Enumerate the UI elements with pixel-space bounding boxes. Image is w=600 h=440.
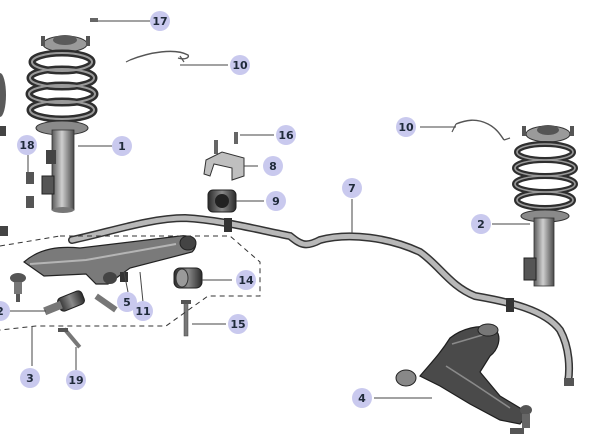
callout-label: 1 [118,140,126,153]
callout-circle [236,270,256,290]
assembly-group-outline [0,235,261,331]
callout-label: 17 [152,15,167,28]
callout-c10b: 10 [396,117,416,137]
callout-c2a: 2 [471,214,491,234]
callout-badges: 17 10 1 18 16 8 9 10 7 2 14 5 11 2 15 3 19 4 [0,11,491,408]
callout-c1: 1 [112,136,132,156]
bolt-17-part [90,18,98,22]
bolt-19-part [58,327,82,349]
callout-c3: 3 [20,368,40,388]
left-edge-partial-parts [0,73,34,236]
callout-circle [20,368,40,388]
callout-circle [150,11,170,31]
callout-c17: 17 [150,11,170,31]
callout-label: 7 [348,182,356,195]
callout-label: 9 [272,195,280,208]
callout-circle [117,292,137,312]
callout-label: 14 [238,274,254,287]
callout-c19: 19 [66,370,86,390]
stabilizer-bushing-9 [207,189,237,213]
callout-circle [112,136,132,156]
callout-c11: 11 [133,301,153,321]
callout-circle [352,388,372,408]
callout-circle [228,314,248,334]
callout-circle [276,125,296,145]
bushing-link-left [43,290,118,316]
callout-circle [396,117,416,137]
callout-label: 16 [278,129,294,142]
callout-circle [342,178,362,198]
callout-label: 5 [123,296,131,309]
callout-label: 11 [135,305,150,318]
callout-label: 18 [19,139,34,152]
callout-c4: 4 [352,388,372,408]
callout-c9: 9 [266,191,286,211]
callout-label: 19 [68,374,83,387]
left-control-arm [23,235,197,285]
bracket-8-part [203,132,245,181]
clip-ring-right [451,119,511,141]
left-strut-assembly [25,35,99,213]
callout-circle [17,135,37,155]
clip-ring-upper [125,50,190,63]
right-control-arm [395,323,532,434]
callout-label: 15 [230,318,245,331]
callout-c5: 5 [117,292,137,312]
callout-circle [471,214,491,234]
bushing-14 [173,267,203,289]
callout-label: 8 [269,160,277,173]
callout-circle [66,370,86,390]
callout-label: 2 [477,218,485,231]
ball-joint-left [10,273,26,302]
callout-c18: 18 [17,135,37,155]
callout-c8: 8 [263,156,283,176]
callout-circle [133,301,153,321]
leader-lines [10,20,530,399]
callout-label: 2 [0,305,4,318]
callout-c7: 7 [342,178,362,198]
callout-circle [0,301,10,321]
callout-circle [266,191,286,211]
callout-label: 10 [232,59,248,72]
callout-label: 10 [398,121,414,134]
callout-c2b: 2 [0,301,10,321]
callout-label: 3 [26,372,34,385]
callout-c14: 14 [236,270,256,290]
callout-circle [230,55,250,75]
stabilizer-bar [68,213,574,386]
callout-c16: 16 [276,125,296,145]
callout-label: 4 [358,392,366,405]
callout-circle [263,156,283,176]
callout-c15: 15 [228,314,248,334]
callout-c10a: 10 [230,55,250,75]
right-strut-assembly [512,125,578,287]
bolt-15-part [181,300,191,337]
